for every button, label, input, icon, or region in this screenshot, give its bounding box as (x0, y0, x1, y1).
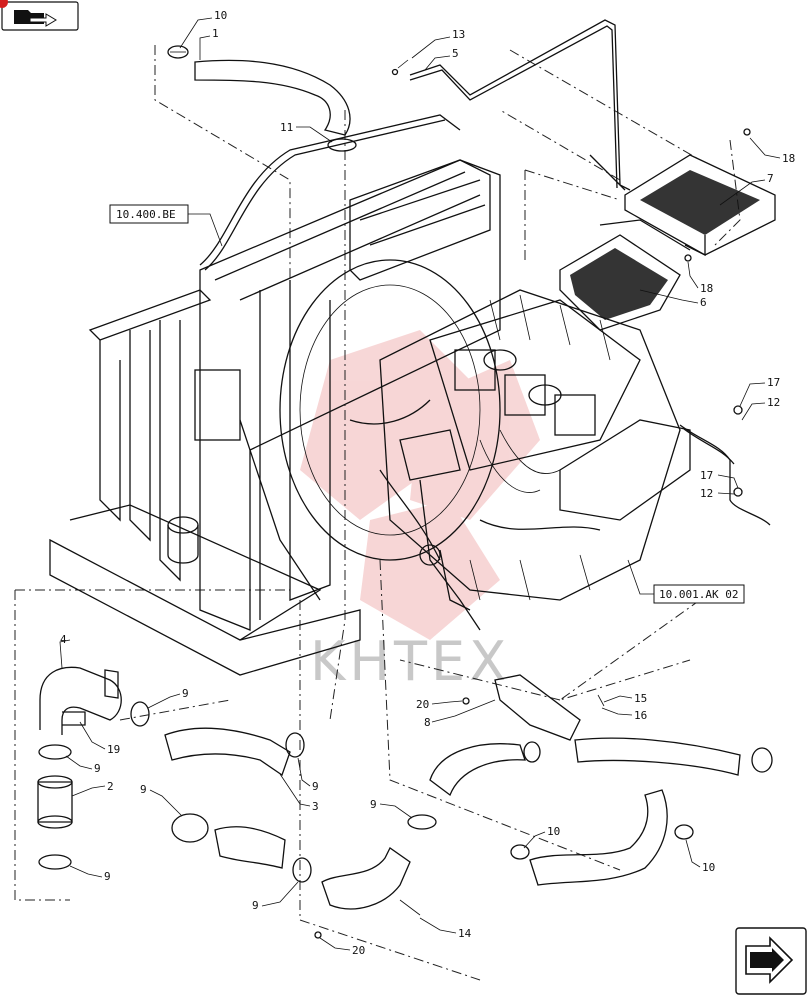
callout-8: 8 (424, 716, 431, 729)
callout-12-a: 12 (767, 396, 780, 409)
callout-9-b: 9 (94, 762, 101, 775)
part-7-grille (624, 154, 776, 257)
part-6-grille (559, 219, 691, 331)
callout-17-b: 17 (700, 469, 713, 482)
next-page-arrow-icon[interactable] (735, 927, 807, 995)
ref-box-radiator[interactable]: 10.400.BE (109, 204, 223, 247)
callout-13: 13 (452, 28, 465, 41)
callout-9-e: 9 (140, 783, 147, 796)
callout-1: 1 (212, 27, 219, 40)
part-hose-middle (214, 826, 286, 869)
callout-11: 11 (280, 121, 293, 134)
callout-2: 2 (107, 780, 114, 793)
part-8-bracket (494, 674, 581, 741)
part-1-hose (194, 59, 351, 136)
part-11-clamp (327, 138, 357, 152)
part-5-tube (409, 19, 631, 191)
callout-15: 15 (634, 692, 647, 705)
callout-10-top: 10 (214, 9, 227, 22)
callout-20-b: 20 (352, 944, 365, 957)
callout-9-f: 9 (252, 899, 259, 912)
part-19-bracket (62, 711, 86, 726)
callout-14: 14 (458, 927, 472, 940)
watermark-text: KHTEX (310, 630, 510, 693)
part-9-clamps (38, 701, 437, 883)
callout-20-a: 20 (416, 698, 429, 711)
callout-6: 6 (700, 296, 707, 309)
part-10-top-clamp (167, 45, 189, 59)
callout-9-c: 9 (104, 870, 111, 883)
callout-3: 3 (312, 800, 319, 813)
callout-17-a: 17 (767, 376, 780, 389)
part-20-screws (314, 697, 470, 939)
callout-9-d: 9 (312, 780, 319, 793)
part-13-screw (391, 59, 409, 76)
callout-19: 19 (107, 743, 120, 756)
callout-4: 4 (60, 633, 67, 646)
engine-assembly (349, 289, 691, 631)
callout-7: 7 (767, 172, 774, 185)
ref-engine-label: 10.001.AK 02 (659, 588, 738, 601)
part-14-elbow (321, 847, 421, 916)
callout-9-a: 9 (182, 687, 189, 700)
callout-12-b: 12 (700, 487, 713, 500)
ref-radiator-label: 10.400.BE (116, 208, 176, 221)
callout-18-top: 18 (782, 152, 795, 165)
callouts: 10 1 13 5 11 18 7 18 6 17 12 17 12 4 19 … (59, 9, 795, 957)
open-folder-arrow-icon[interactable] (0, 0, 79, 31)
callout-5: 5 (452, 47, 459, 60)
radiator-assembly (49, 114, 501, 676)
ref-box-engine[interactable]: 10.001.AK 02 (627, 559, 745, 604)
callout-10-mid: 10 (547, 825, 560, 838)
part-12-tube (679, 405, 771, 526)
part-right-hoses (429, 694, 773, 886)
callout-10-right: 10 (702, 861, 715, 874)
part-2-sleeve (37, 775, 73, 829)
part-3-hose (164, 727, 291, 777)
callout-9-g: 9 (370, 798, 377, 811)
callout-18-mid: 18 (700, 282, 713, 295)
part-18-bolts (684, 128, 751, 262)
part-4-pipe (39, 666, 122, 735)
callout-16: 16 (634, 709, 647, 722)
